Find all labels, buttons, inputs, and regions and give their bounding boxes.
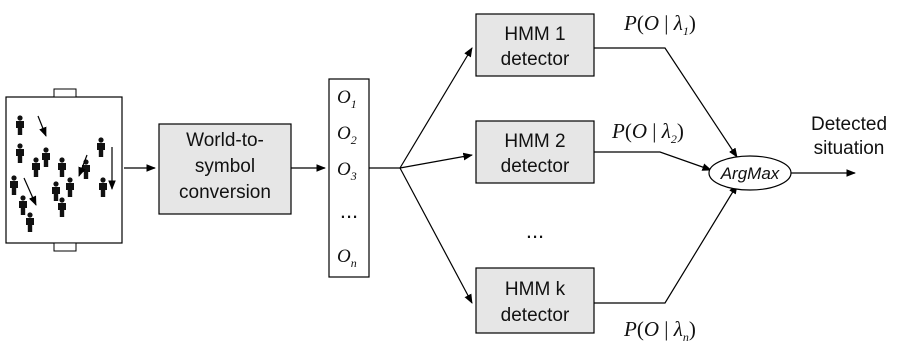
person-icon	[99, 177, 107, 197]
hmm-1-box	[475, 13, 595, 77]
person-icon	[52, 181, 60, 201]
hmm-2-sublabel: detector	[501, 156, 570, 177]
observation-on: On	[337, 246, 357, 270]
person-icon	[10, 175, 18, 195]
hmm-k-sublabel: detector	[501, 305, 570, 326]
observation-o3: O3	[337, 159, 357, 183]
person-icon	[16, 115, 24, 135]
person-icon	[26, 212, 34, 232]
motion-arrow	[23, 177, 37, 206]
hmm-2-label: HMM 2	[504, 131, 565, 152]
motion-arrow	[37, 115, 47, 137]
arrow-hmm1-to-argmax	[594, 47, 738, 158]
hmm-k-detector: HMM k detector	[475, 267, 595, 334]
output-label-2: situation	[814, 138, 885, 159]
motion-arrow	[78, 154, 88, 177]
argmax-label: ArgMax	[720, 164, 780, 183]
person-icon	[97, 137, 105, 157]
person-icon	[42, 147, 50, 167]
scene-room	[5, 88, 123, 252]
arrow-to-hmm1	[399, 47, 473, 169]
output-label-1: Detected	[811, 114, 887, 135]
converter-label-1: World-to-	[186, 130, 264, 151]
fan-in-arrows	[594, 47, 738, 304]
arrow-hmmk-to-argmax	[594, 184, 738, 304]
probability-hmm1: P(O | λ1)	[623, 11, 696, 38]
observation-sequence: O1 O2 O3 ... On	[328, 78, 370, 278]
probability-hmmk: P(O | λn)	[623, 317, 696, 344]
room-door-bottom	[53, 242, 77, 252]
hmm-1-sublabel: detector	[501, 49, 570, 70]
arrow-hmm2-to-argmax	[594, 151, 712, 171]
fan-out-arrows	[369, 47, 473, 304]
converter-box-shape	[158, 123, 292, 215]
person-icon	[66, 177, 74, 197]
observation-o2: O2	[337, 123, 357, 147]
hmm-k-label: HMM k	[505, 279, 566, 300]
hmm-1-label: HMM 1	[504, 24, 565, 45]
person-icon	[58, 157, 66, 177]
hmm-2-detector: HMM 2 detector	[475, 120, 595, 184]
observation-box	[328, 78, 370, 278]
person-icon	[32, 157, 40, 177]
observation-o1: O1	[337, 87, 357, 111]
probability-hmm2: P(O | λ2)	[611, 119, 684, 146]
detector-ellipsis: ...	[526, 218, 544, 243]
world-to-symbol-box: World-to- symbol conversion	[158, 123, 292, 215]
person-icon	[19, 195, 27, 215]
arrow-to-hmm2	[399, 152, 473, 169]
motion-arrows	[23, 115, 116, 206]
converter-label-3: conversion	[179, 182, 271, 203]
argmax-node: ArgMax	[708, 155, 792, 191]
observation-ellipsis: ...	[340, 198, 358, 223]
hmm-2-box	[475, 120, 595, 184]
converter-label-2: symbol	[195, 156, 255, 177]
person-icon	[58, 197, 66, 217]
people-group	[10, 115, 107, 232]
hmm-1-detector: HMM 1 detector	[475, 13, 595, 77]
hmm-k-box	[475, 267, 595, 334]
person-icon	[16, 143, 24, 163]
room-door-top	[53, 88, 77, 98]
arrow-to-hmmk	[399, 167, 473, 304]
